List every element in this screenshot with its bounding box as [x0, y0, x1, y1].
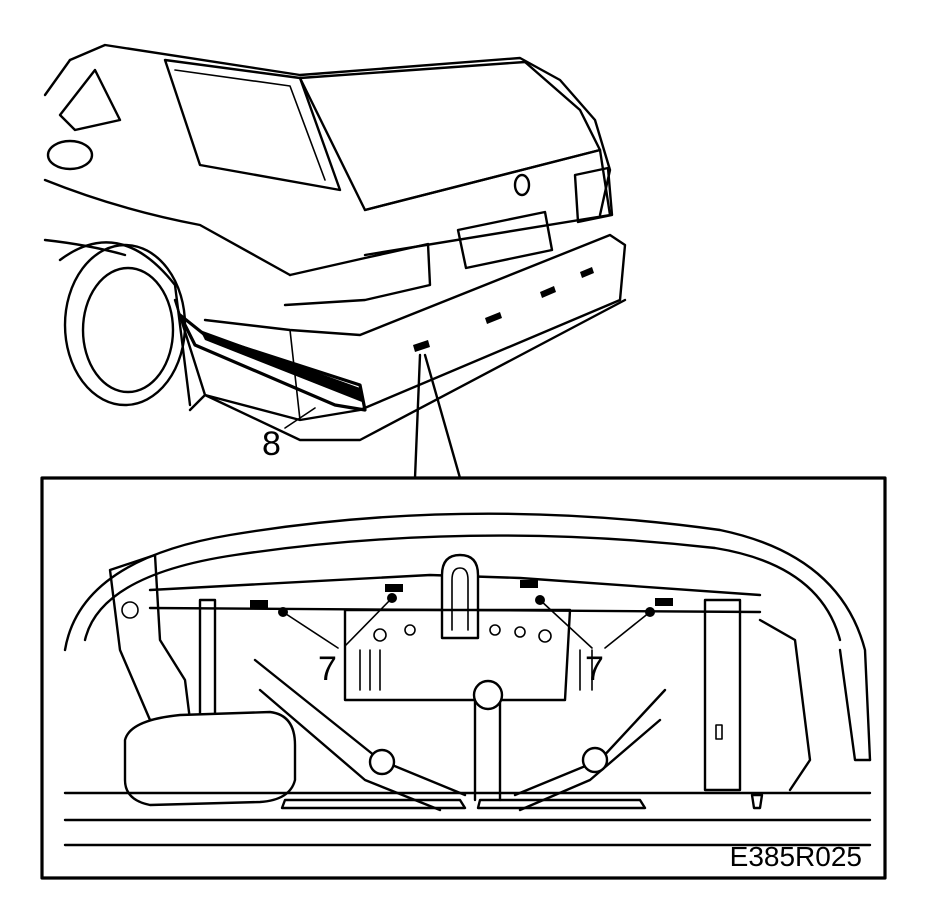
callout-7-left-label: 7 [318, 650, 337, 688]
zoom-leader [413, 353, 462, 480]
bumper-underside-detail [63, 512, 872, 847]
callout-7-right-label: 7 [585, 650, 604, 688]
callout-7-left-leaders [278, 593, 397, 649]
callout-7-right-leaders [535, 595, 655, 649]
detail-frame [40, 476, 887, 880]
callout-8-leader [284, 407, 316, 429]
drawing-code: E385R025 [730, 841, 862, 872]
car-rear-illustration [43, 43, 627, 442]
callout-8-label: 8 [262, 425, 281, 463]
